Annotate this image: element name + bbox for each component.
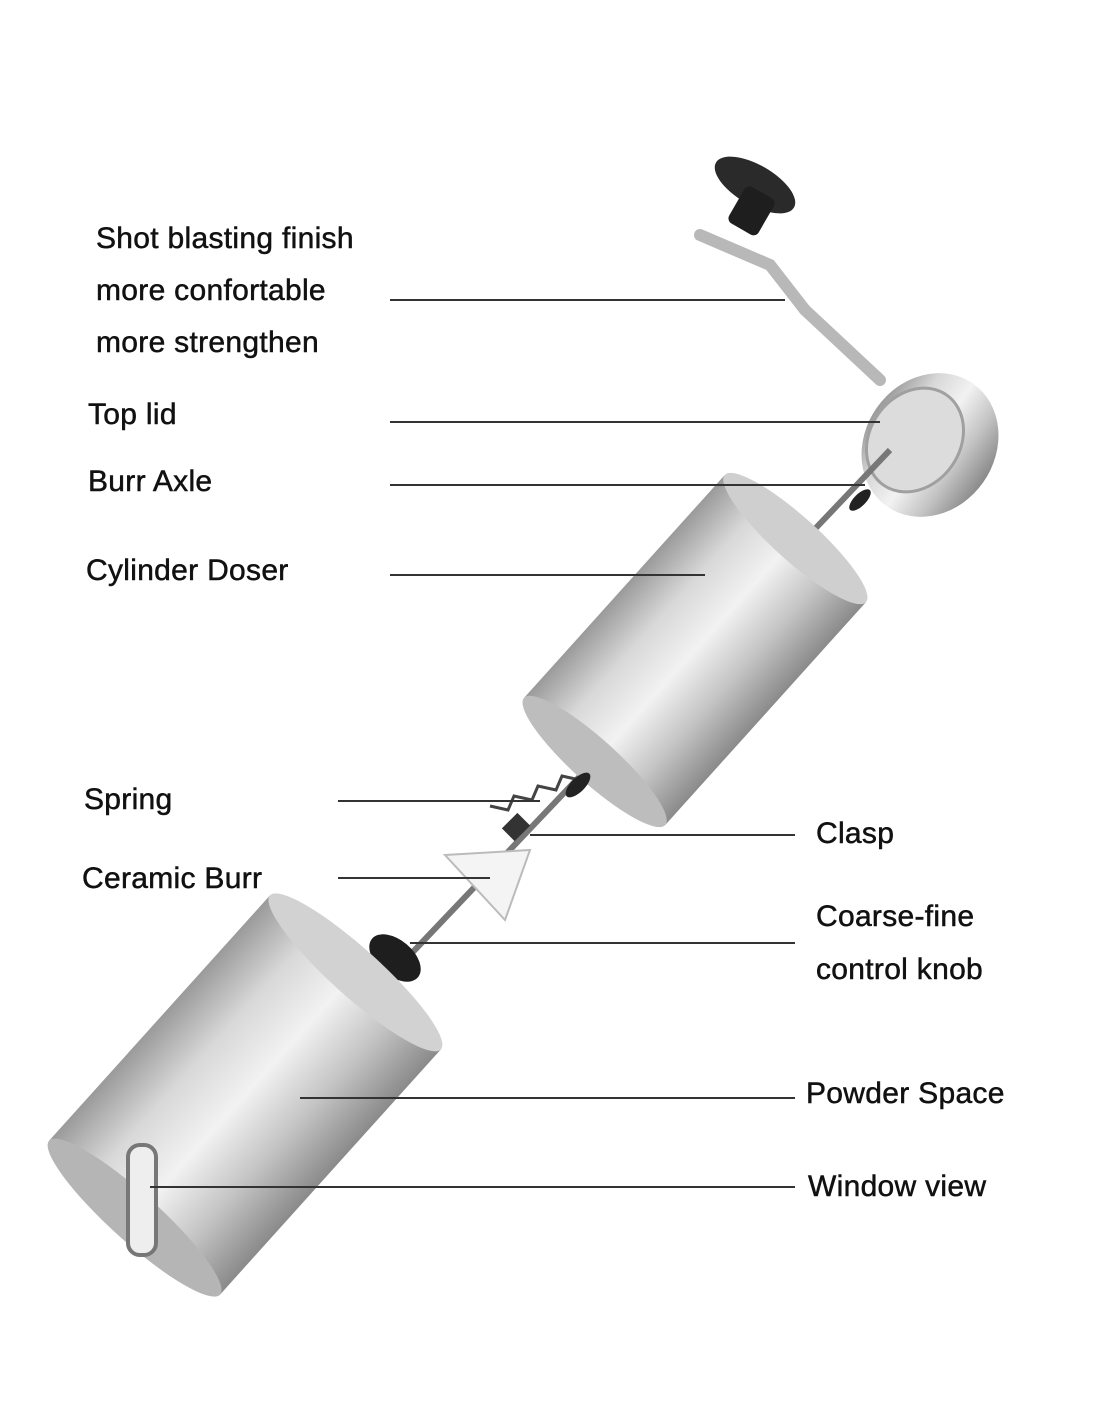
label-ceramic-burr: Ceramic Burr <box>82 862 263 895</box>
label-clasp: Clasp <box>816 817 895 850</box>
spring-washer <box>565 772 591 798</box>
spring <box>489 774 581 812</box>
label-top-lid: Top lid <box>88 398 177 431</box>
top-lid <box>861 373 999 517</box>
label-control-knob-line1: Coarse-fine <box>816 900 975 933</box>
label-control-knob-line2: control knob <box>816 953 984 986</box>
cylinder-doser <box>522 472 868 828</box>
window-view <box>126 1143 158 1257</box>
label-window-view: Window view <box>808 1170 987 1203</box>
label-cylinder-doser: Cylinder Doser <box>86 554 289 587</box>
leader-lines <box>150 299 880 1188</box>
ceramic-burr <box>442 848 532 922</box>
handle-arm <box>694 156 886 386</box>
label-handle-line1: Shot blasting finish <box>96 222 354 255</box>
label-powder-space: Powder Space <box>806 1077 1005 1110</box>
clasp <box>501 812 531 842</box>
label-handle-line3: more strengthen <box>96 326 319 359</box>
label-spring: Spring <box>84 783 173 816</box>
label-handle-line2: more confortable <box>96 274 326 307</box>
label-burr-axle: Burr Axle <box>88 465 213 498</box>
